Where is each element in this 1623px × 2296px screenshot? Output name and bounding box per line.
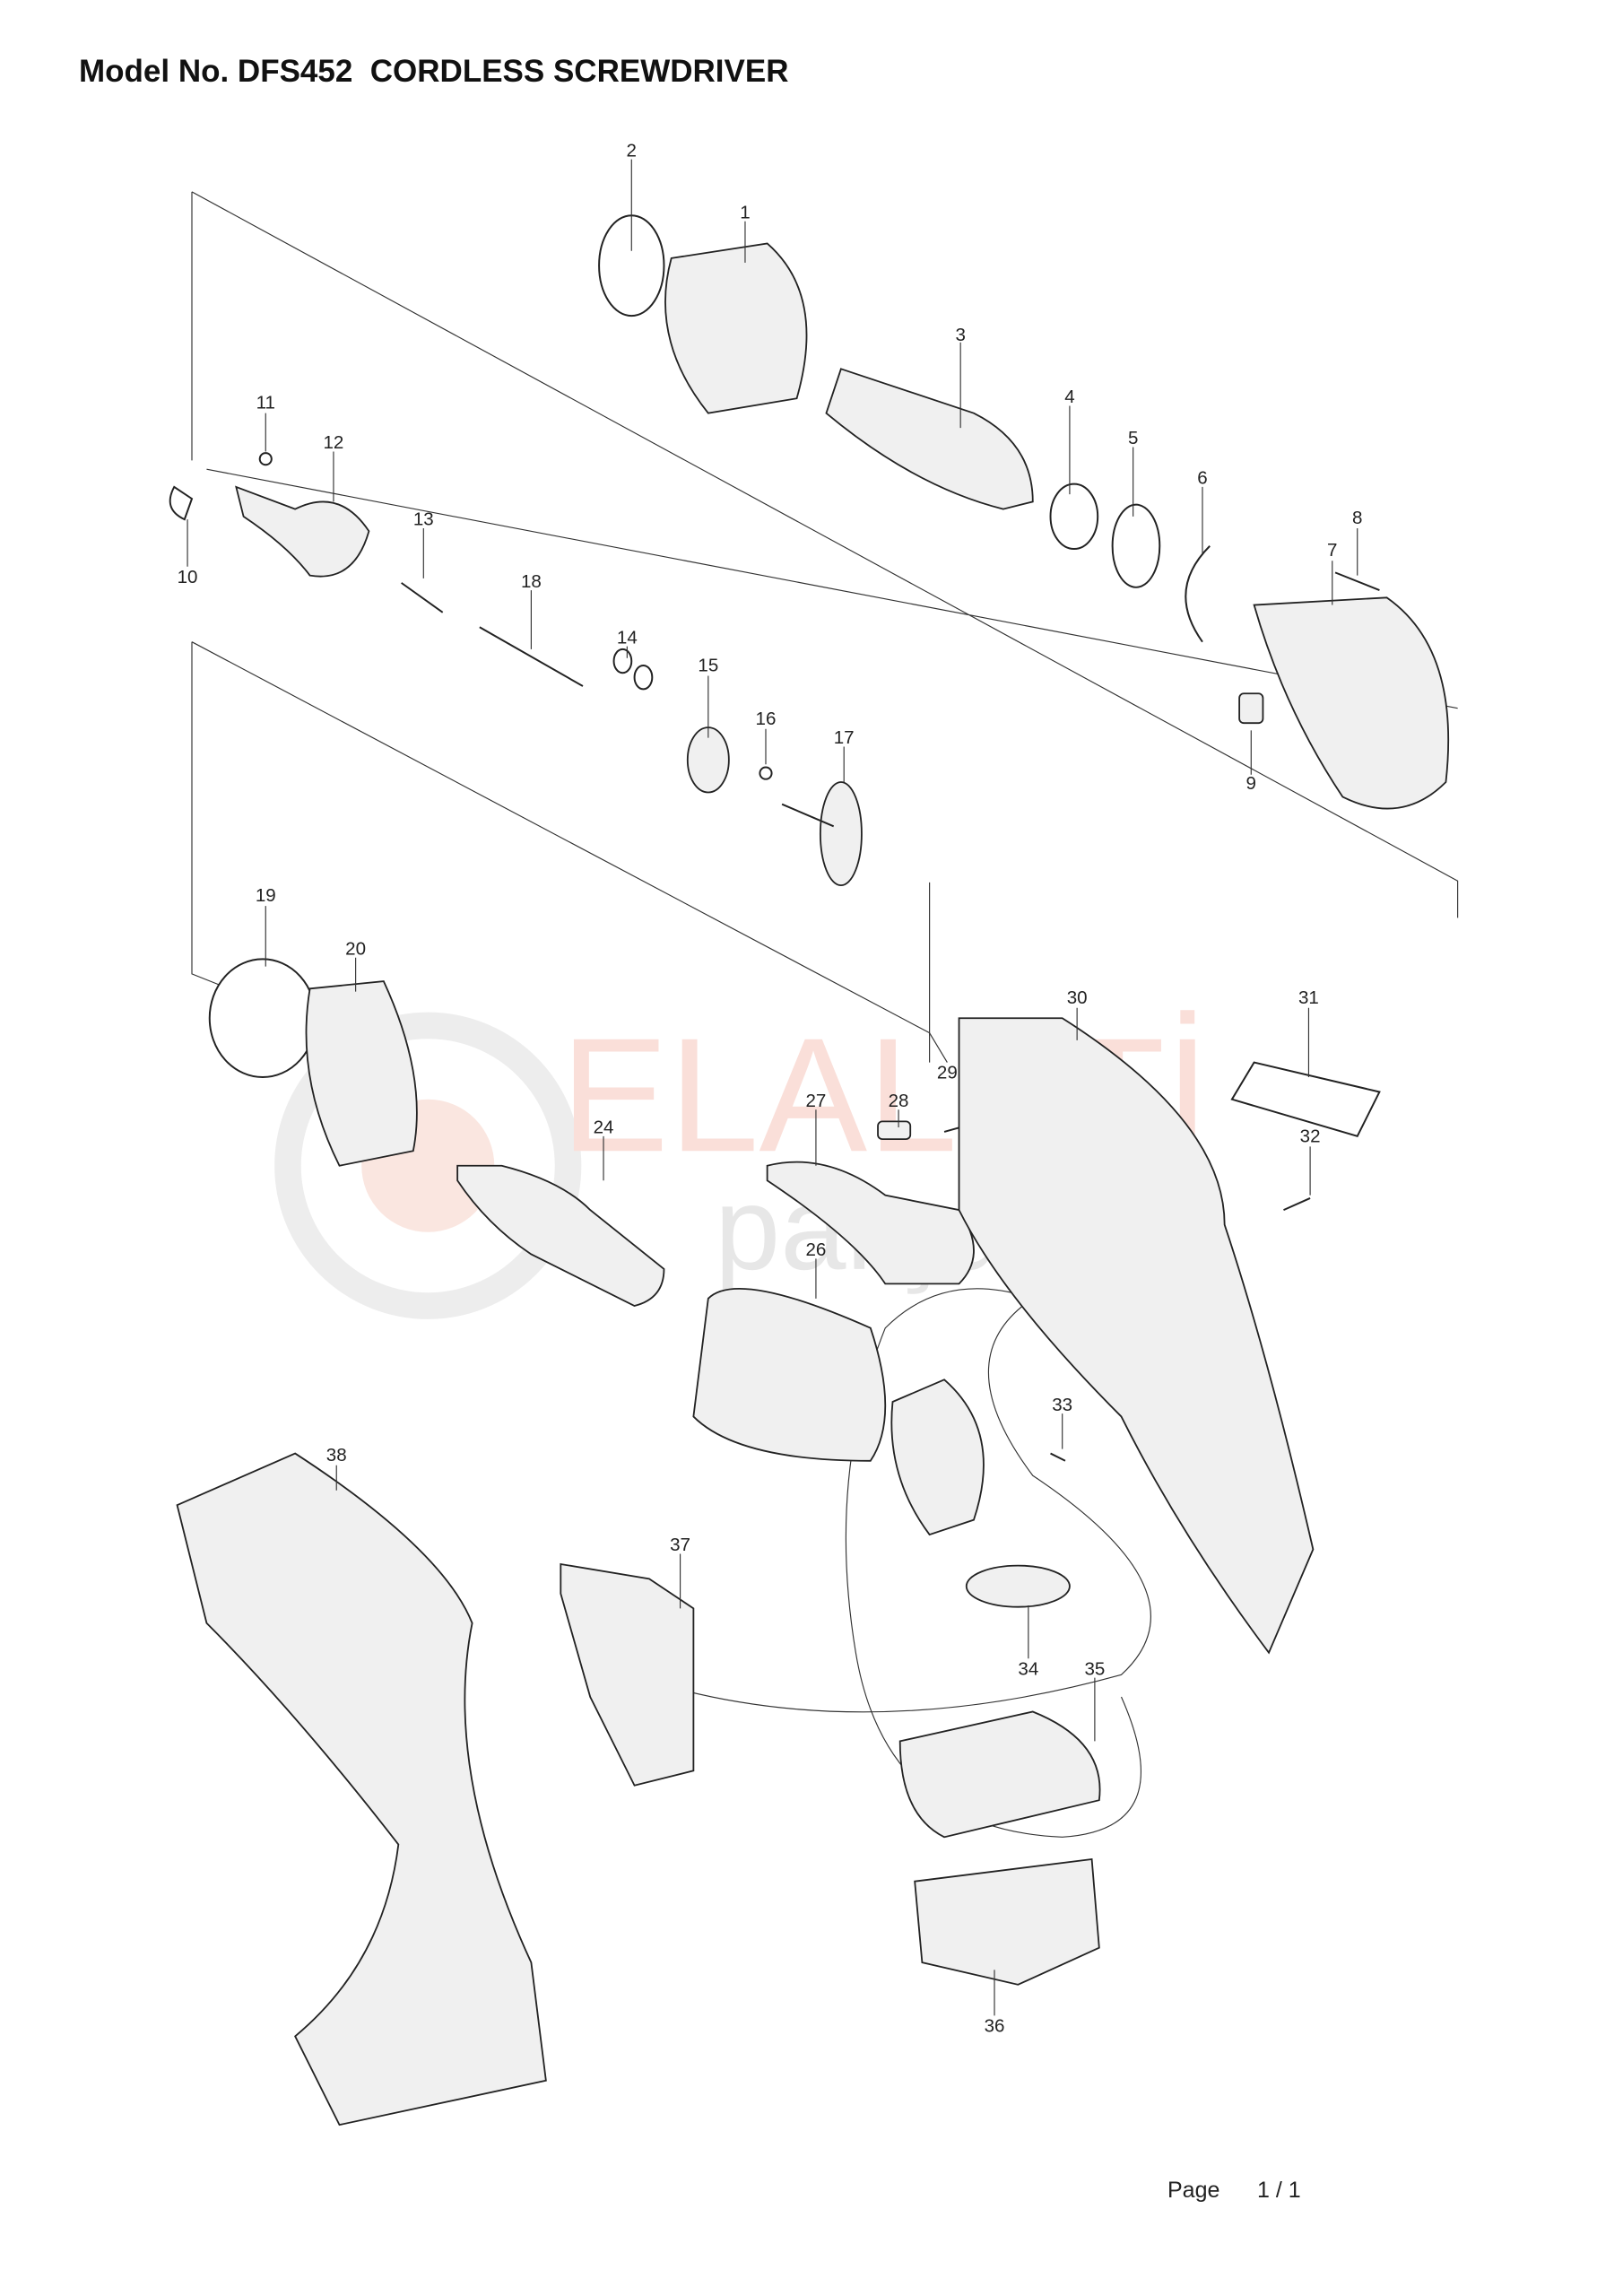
part-label-14: 14	[617, 627, 638, 648]
part-label-35: 35	[1084, 1658, 1105, 1679]
part-label-31: 31	[1298, 987, 1319, 1008]
part-label-18: 18	[521, 571, 542, 592]
part-label-5: 5	[1128, 428, 1138, 448]
part-label-28: 28	[889, 1091, 909, 1111]
part-label-6: 6	[1197, 468, 1207, 489]
part-label-29: 29	[937, 1063, 958, 1083]
part-label-16: 16	[756, 709, 777, 729]
part-label-36: 36	[985, 2016, 1005, 2037]
part-label-17: 17	[834, 727, 855, 748]
part-label-24: 24	[594, 1118, 614, 1138]
part-label-33: 33	[1052, 1395, 1072, 1415]
part-label-1: 1	[740, 202, 750, 222]
part-label-20: 20	[345, 938, 366, 959]
page-number: 1 / 1	[1257, 2178, 1301, 2203]
part-labels: 1 2 3 4 5 6 7 8 9 10 11 12 13 14 15 16 1…	[178, 140, 1363, 2036]
part-label-11: 11	[256, 393, 275, 413]
part-shapes	[169, 214, 1450, 2126]
page-title: Model No. DFS452 CORDLESS SCREWDRIVER	[79, 54, 789, 89]
part-label-7: 7	[1327, 540, 1337, 561]
part-label-26: 26	[806, 1239, 827, 1260]
part-label-10: 10	[178, 567, 198, 587]
part-label-30: 30	[1067, 987, 1088, 1008]
part-label-32: 32	[1300, 1126, 1321, 1146]
frame-lines	[191, 191, 1459, 1838]
part-label-19: 19	[256, 885, 276, 906]
part-label-9: 9	[1246, 773, 1256, 794]
part-label-38: 38	[326, 1445, 347, 1465]
part-label-8: 8	[1352, 508, 1362, 528]
part-label-15: 15	[698, 656, 718, 676]
part-label-34: 34	[1018, 1658, 1038, 1679]
part-label-27: 27	[806, 1091, 827, 1111]
part-label-37: 37	[670, 1535, 690, 1555]
part-label-13: 13	[413, 509, 434, 530]
part-label-12: 12	[324, 432, 344, 453]
part-label-4: 4	[1064, 387, 1074, 407]
part-label-2: 2	[627, 140, 637, 161]
leader-lines	[187, 159, 1358, 2016]
part-label-3: 3	[955, 325, 965, 345]
page-label: Page	[1167, 2178, 1220, 2203]
